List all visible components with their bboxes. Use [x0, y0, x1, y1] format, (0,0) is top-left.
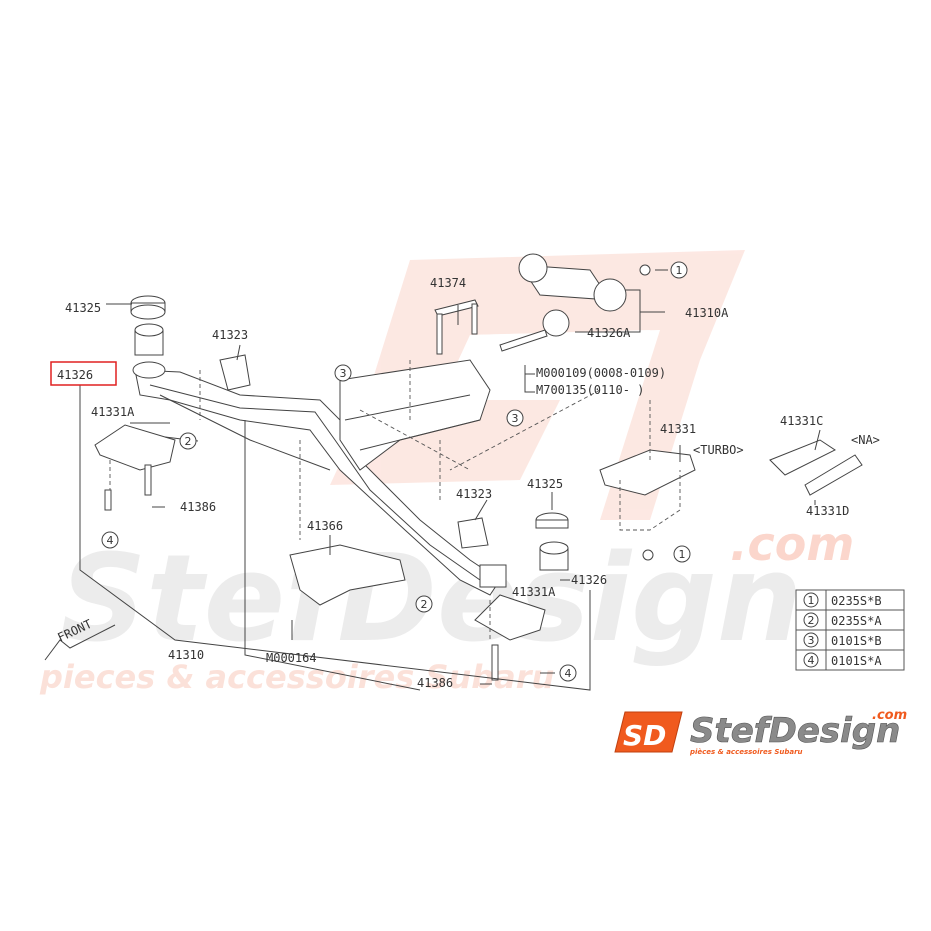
- svg-text:1: 1: [679, 548, 686, 561]
- crossmember-41310: [134, 359, 501, 606]
- front-arrow-icon: [44, 624, 116, 661]
- svg-text:1: 1: [676, 264, 683, 277]
- legend-row: 4 0101S*A: [803, 652, 882, 668]
- logo-mark: SD: [623, 719, 666, 752]
- label-41310A[interactable]: 41310A: [685, 306, 729, 320]
- label-41326-right[interactable]: 41326: [571, 573, 607, 587]
- label-41331A-left[interactable]: 41331A: [91, 405, 135, 419]
- callout-1-top: 1: [670, 261, 688, 279]
- label-turbo: <TURBO>: [693, 443, 744, 457]
- label-41374[interactable]: 41374: [430, 276, 466, 290]
- highlight-box-41326: [50, 361, 117, 386]
- svg-text:0101S*B: 0101S*B: [831, 634, 882, 648]
- label-41325-right[interactable]: 41325: [527, 477, 563, 491]
- svg-text:3: 3: [340, 367, 347, 380]
- label-41386-right[interactable]: 41386: [417, 676, 453, 690]
- legend-row: 2 0235S*A: [803, 612, 882, 628]
- svg-text:0235S*A: 0235S*A: [831, 614, 882, 628]
- label-41326-left[interactable]: 41326: [57, 368, 93, 382]
- callout-4-left: 4: [101, 531, 119, 549]
- label-41310[interactable]: 41310: [168, 648, 204, 662]
- logo-domain: .com: [872, 708, 907, 723]
- label-41331D[interactable]: 41331D: [806, 504, 849, 518]
- label-41323-mid[interactable]: 41323: [456, 487, 492, 501]
- label-41331C[interactable]: 41331C: [780, 414, 823, 428]
- stefdesign-logo: SD StefDesign .com pièces & accessoires …: [614, 708, 907, 756]
- label-41386-left[interactable]: 41386: [180, 500, 216, 514]
- svg-text:3: 3: [512, 412, 519, 425]
- callout-3-left: 3: [334, 364, 352, 382]
- logo-brand: StefDesign: [690, 711, 900, 751]
- label-41366[interactable]: 41366: [307, 519, 343, 533]
- callout-2-left: 2: [179, 432, 197, 450]
- callout-3-right: 3: [506, 409, 524, 427]
- svg-text:2: 2: [185, 435, 192, 448]
- svg-text:1: 1: [808, 594, 815, 607]
- legend-row: 3 0101S*B: [803, 632, 882, 648]
- brackets-41331: [599, 439, 863, 561]
- label-M000109[interactable]: M000109(0008-0109): [536, 366, 666, 380]
- callout-1-bottom: 1: [673, 545, 691, 563]
- logo-tagline: pièces & accessoires Subaru: [689, 748, 803, 756]
- svg-text:4: 4: [107, 534, 114, 547]
- svg-text:0235S*B: 0235S*B: [831, 594, 882, 608]
- mount-left: [94, 295, 251, 511]
- svg-text:2: 2: [808, 614, 815, 627]
- watermark-domain: .com: [730, 517, 854, 571]
- svg-text:0101S*A: 0101S*A: [831, 654, 882, 668]
- watermark-sd-mark: [330, 250, 745, 520]
- svg-text:2: 2: [421, 598, 428, 611]
- fastener-legend-table: 1 0235S*B 2 0235S*A 3 0101S*B 4 0101S*A: [795, 589, 905, 671]
- rear-mount-41310A: [434, 253, 651, 355]
- watermark-tagline: pieces & accessoires Subaru: [39, 658, 554, 696]
- label-41331[interactable]: 41331: [660, 422, 696, 436]
- mount-right: [457, 512, 569, 681]
- svg-text:3: 3: [808, 634, 815, 647]
- legend-row: 1 0235S*B: [803, 592, 882, 608]
- svg-text:4: 4: [565, 667, 572, 680]
- label-na: <NA>: [851, 433, 880, 447]
- callout-4-right: 4: [559, 664, 577, 682]
- label-M000164[interactable]: M000164: [266, 651, 317, 665]
- leader-lines: [79, 269, 821, 691]
- label-41323-top[interactable]: 41323: [212, 328, 248, 342]
- callout-2-mid: 2: [415, 595, 433, 613]
- label-M700135[interactable]: M700135(0110- ): [536, 383, 644, 397]
- label-41326A[interactable]: 41326A: [587, 326, 631, 340]
- svg-text:4: 4: [808, 654, 815, 667]
- label-41331A-right[interactable]: 41331A: [512, 585, 556, 599]
- label-41325-left[interactable]: 41325: [65, 301, 101, 315]
